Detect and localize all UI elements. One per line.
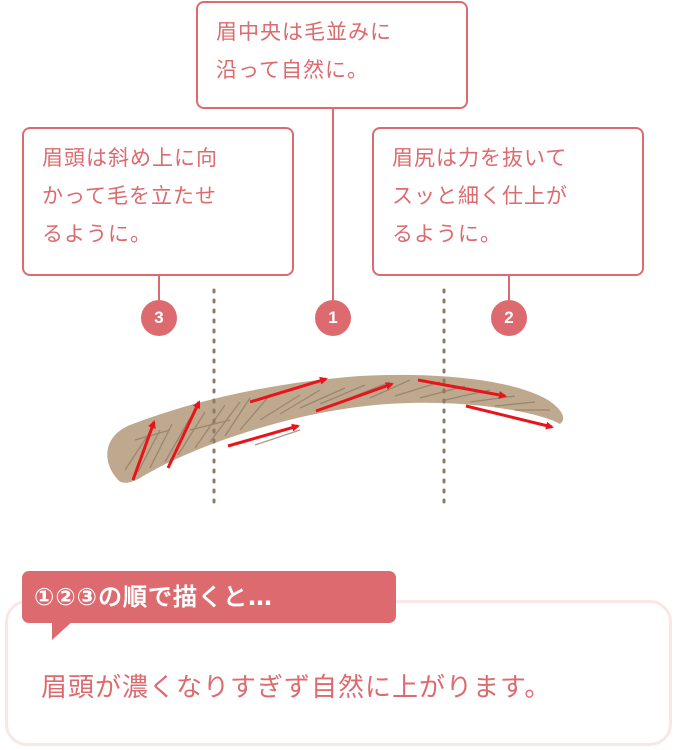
callout-head-line-2: かって毛を立たせ: [42, 184, 217, 208]
callout-head: 眉頭は斜め上に向 かって毛を立たせ るように。: [22, 127, 294, 276]
eyebrow-illustration: [107, 109, 564, 507]
callout-head-line-3: るように。: [42, 222, 152, 246]
arrow-tail-1: [417, 378, 507, 399]
callout-tail-line-2: スッと細く仕上が: [392, 184, 568, 208]
result-text: 眉頭が濃くなりすぎず自然に上がります。: [41, 673, 552, 703]
direction-arrows: [131, 376, 554, 481]
callout-tail-line-1: 眉尻は力を抜いて: [392, 146, 568, 170]
step-badge-1: 1: [315, 300, 351, 336]
callout-tail-line-3: るように。: [392, 222, 502, 246]
callout-center-line-1: 眉中央は毛並みに: [216, 20, 392, 44]
arrow-tail-2: [465, 404, 554, 430]
arrow-head-2: [166, 400, 201, 469]
callout-head-line-1: 眉頭は斜め上に向: [42, 146, 218, 170]
eyebrow-hair-strokes: [124, 379, 550, 473]
result-tag-tail: [52, 620, 74, 640]
step-badge-3: 3: [141, 300, 177, 336]
callout-center: 眉中央は毛並みに 沿って自然に。: [196, 1, 468, 109]
result-box: [5, 600, 672, 746]
eyebrow-shape: [107, 374, 564, 483]
arrow-center-1: [227, 423, 300, 448]
arrow-center-2: [249, 376, 328, 404]
arrow-head-1: [131, 420, 156, 481]
step-badge-2: 2: [491, 300, 527, 336]
callout-tail: 眉尻は力を抜いて スッと細く仕上が るように。: [372, 127, 644, 276]
arrow-center-3: [315, 382, 394, 413]
result-tag: ①②③の順で描くと…: [22, 571, 396, 623]
callout-center-line-2: 沿って自然に。: [216, 58, 369, 82]
